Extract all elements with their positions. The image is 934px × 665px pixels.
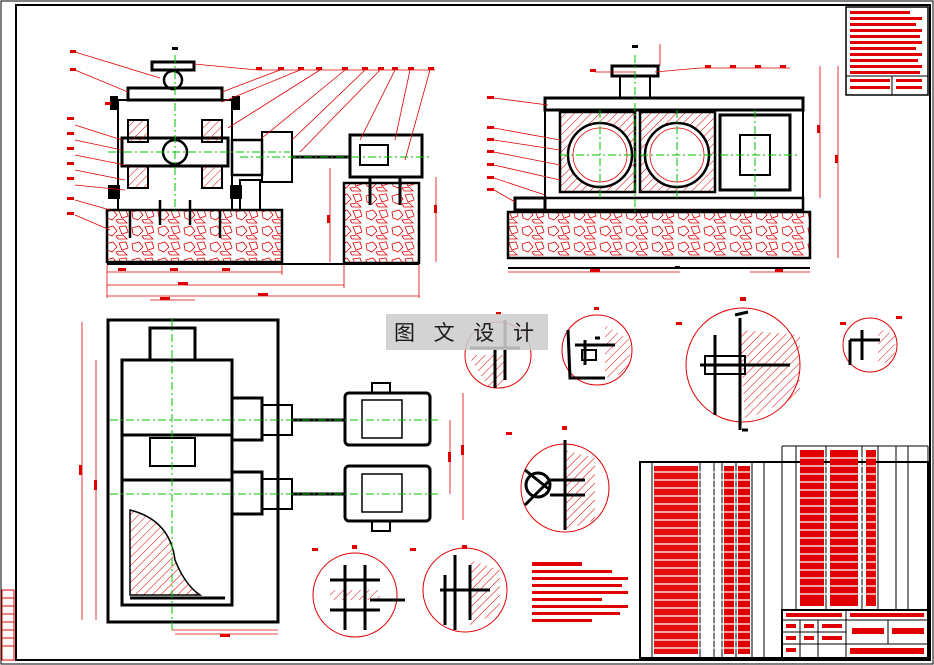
front-view (67, 47, 437, 298)
margin-strip (1, 589, 15, 661)
watermark-label: 图 文 设 计 (386, 314, 548, 350)
side-view (487, 44, 839, 273)
revision-block (845, 6, 929, 96)
detail-views (312, 297, 902, 638)
technical-notes (532, 562, 628, 622)
drawing-frame (15, 4, 931, 661)
parts-table (639, 445, 929, 659)
top-view (79, 297, 464, 637)
title-block (781, 609, 929, 659)
